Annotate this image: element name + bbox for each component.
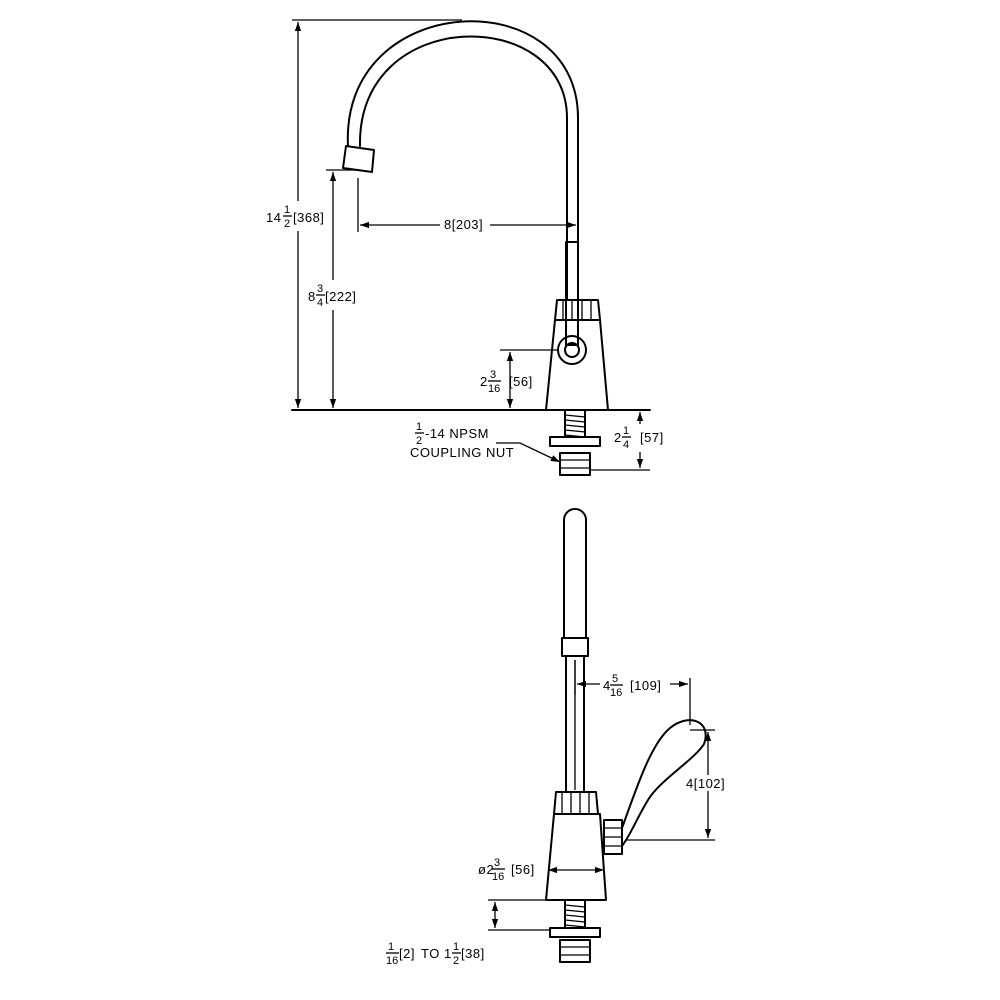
svg-text:COUPLING NUT: COUPLING NUT [410, 445, 514, 460]
svg-text:-14 NPSM: -14 NPSM [425, 426, 489, 441]
svg-text:1: 1 [444, 946, 452, 961]
label-deck-range: 1 16 [2] TO 1 1 2 [38] [386, 941, 485, 967]
spout-tube-side [563, 508, 587, 639]
svg-text:2: 2 [284, 218, 290, 230]
svg-text:4: 4 [623, 439, 629, 451]
threaded-shank-side [564, 899, 586, 929]
side-view: 4 5 16 [109] 4[102] ø2 3 16 [56] 1 16 [2… [386, 508, 733, 967]
svg-text:16: 16 [492, 871, 504, 883]
svg-text:8[203]: 8[203] [444, 217, 483, 232]
svg-text:1: 1 [416, 421, 422, 433]
svg-text:[38]: [38] [461, 946, 485, 961]
spout-collar [561, 637, 589, 657]
svg-text:[368]: [368] [293, 210, 324, 225]
svg-text:2: 2 [614, 430, 622, 445]
label-handle-reach: 4 5 16 [109] [600, 672, 670, 700]
coupling-nut-side [559, 939, 591, 963]
svg-text:8: 8 [308, 289, 316, 304]
svg-text:4: 4 [317, 297, 323, 309]
svg-text:14: 14 [266, 210, 281, 225]
svg-text:1: 1 [623, 425, 629, 437]
svg-text:5: 5 [612, 673, 618, 685]
gooseneck-spout [346, 20, 579, 301]
front-view: 14 1 2 [368] 8 3 4 [222] 8[203] 2 3 16 [… [262, 19, 668, 476]
label-shank-length: 2 1 4 [57] [612, 424, 668, 452]
svg-text:3: 3 [494, 857, 500, 869]
svg-text:TO: TO [421, 946, 440, 961]
svg-text:[56]: [56] [511, 862, 535, 877]
mounting-washer [549, 436, 601, 447]
svg-text:1: 1 [284, 204, 290, 216]
coupling-nut [559, 452, 591, 476]
svg-text:2: 2 [480, 374, 488, 389]
leader-coupling-nut [496, 442, 561, 463]
svg-text:2: 2 [453, 955, 459, 967]
wrist-blade-handle [621, 719, 707, 847]
handle-bonnet-side [553, 791, 599, 815]
svg-text:16: 16 [610, 687, 622, 699]
svg-text:ø2: ø2 [478, 862, 494, 877]
valve-body-side [545, 813, 607, 901]
label-handle-height: 2 3 16 [56] [480, 369, 533, 395]
svg-text:[222]: [222] [325, 289, 356, 304]
svg-text:2: 2 [416, 435, 422, 447]
label-spout-height: 8 3 4 [222] [306, 280, 360, 310]
svg-text:4[102]: 4[102] [686, 776, 725, 791]
threaded-shank [564, 409, 586, 438]
label-handle-vertical: 4[102] [683, 775, 733, 791]
svg-text:3: 3 [317, 283, 323, 295]
label-spout-reach: 8[203] [440, 216, 490, 232]
svg-text:[2]: [2] [399, 946, 415, 961]
svg-text:16: 16 [386, 955, 398, 967]
label-body-diameter: ø2 3 16 [56] [478, 857, 535, 883]
spout-aerator [342, 145, 375, 173]
svg-text:16: 16 [488, 383, 500, 395]
label-coupling-nut: 1 2 -14 NPSM COUPLING NUT [410, 421, 514, 460]
mounting-washer-side [549, 927, 601, 938]
svg-text:1: 1 [388, 941, 394, 953]
svg-text:[57]: [57] [640, 430, 664, 445]
svg-text:1: 1 [453, 941, 459, 953]
svg-text:[56]: [56] [509, 374, 533, 389]
handle-hub [557, 335, 587, 365]
svg-text:3: 3 [490, 369, 496, 381]
label-overall-height: 14 1 2 [368] [262, 201, 328, 231]
svg-text:4: 4 [603, 678, 611, 693]
svg-text:[109]: [109] [630, 678, 661, 693]
